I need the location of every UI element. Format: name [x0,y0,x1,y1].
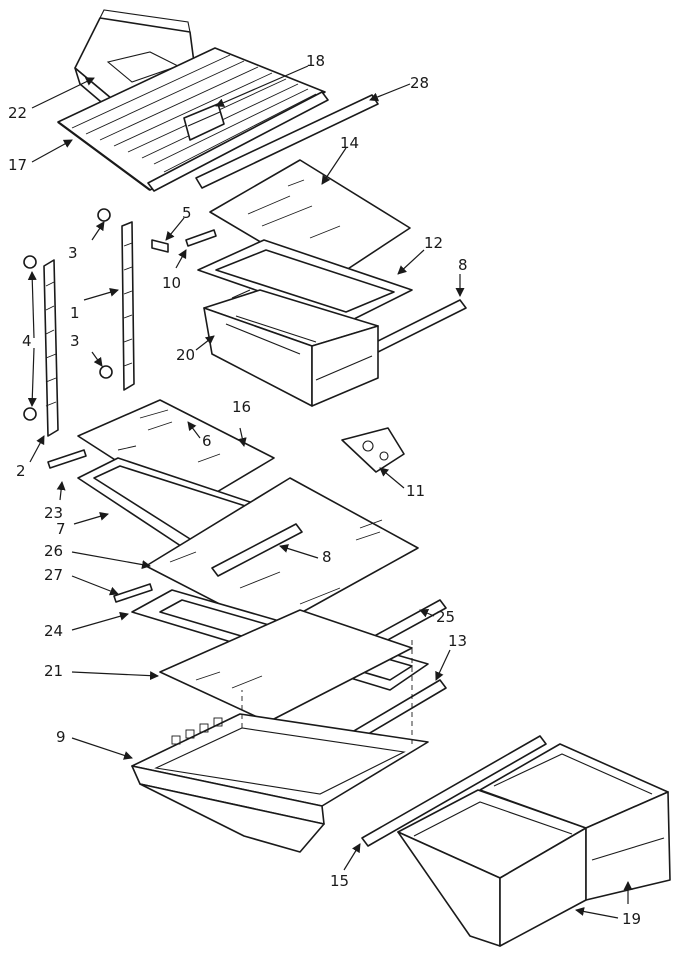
callout-27: 27 [44,566,63,584]
callout-26: 26 [44,542,63,560]
callout-14: 14 [340,134,359,152]
callout-1: 1 [70,304,80,322]
crisper-drawer-part [203,289,379,407]
rail-part-upper [371,299,467,353]
callout-4: 4 [22,332,32,350]
callout-10: 10 [162,274,181,292]
callout-19: 19 [622,910,641,928]
trim-strip-part [147,91,379,192]
callout-21: 21 [44,662,63,680]
bracket-part [341,427,405,473]
callout-18: 18 [306,52,325,70]
leader-lines [27,65,633,919]
support-rod-part [113,583,153,603]
callout-9: 9 [56,728,66,746]
callout-22: 22 [8,104,27,122]
crisper-drawer-part [397,743,671,947]
glass-shelf-part [159,609,413,723]
callout-8b: 8 [322,548,332,566]
callout-6: 6 [202,432,212,450]
callout-17: 17 [8,156,27,174]
callout-7: 7 [56,520,66,538]
callout-28: 28 [410,74,429,92]
callout-12: 12 [424,234,443,252]
callout-23: 23 [44,504,63,522]
callout-5: 5 [182,204,192,222]
crisper-cover-frame-part [131,640,429,853]
shelf-clip-part [183,103,225,141]
callout-11: 11 [406,482,425,500]
callout-25: 25 [436,608,455,626]
callout-2: 2 [16,462,26,480]
support-rod-part [47,449,87,469]
callout-3a: 3 [68,244,78,262]
callout-8a: 8 [458,256,468,274]
callout-16: 16 [232,398,251,416]
callout-3b: 3 [70,332,80,350]
support-rod-part [185,229,217,247]
shelf-ladder-part [43,259,59,437]
callout-numbers: 22 17 18 28 14 3 5 10 12 8 1 4 3 20 16 6… [8,52,641,928]
rail-part-lower [211,523,303,577]
rail-part [361,735,547,847]
callout-20: 20 [176,346,195,364]
callout-13: 13 [448,632,467,650]
shelf-ladder-part [121,221,135,391]
callout-15: 15 [330,872,349,890]
callout-24: 24 [44,622,63,640]
